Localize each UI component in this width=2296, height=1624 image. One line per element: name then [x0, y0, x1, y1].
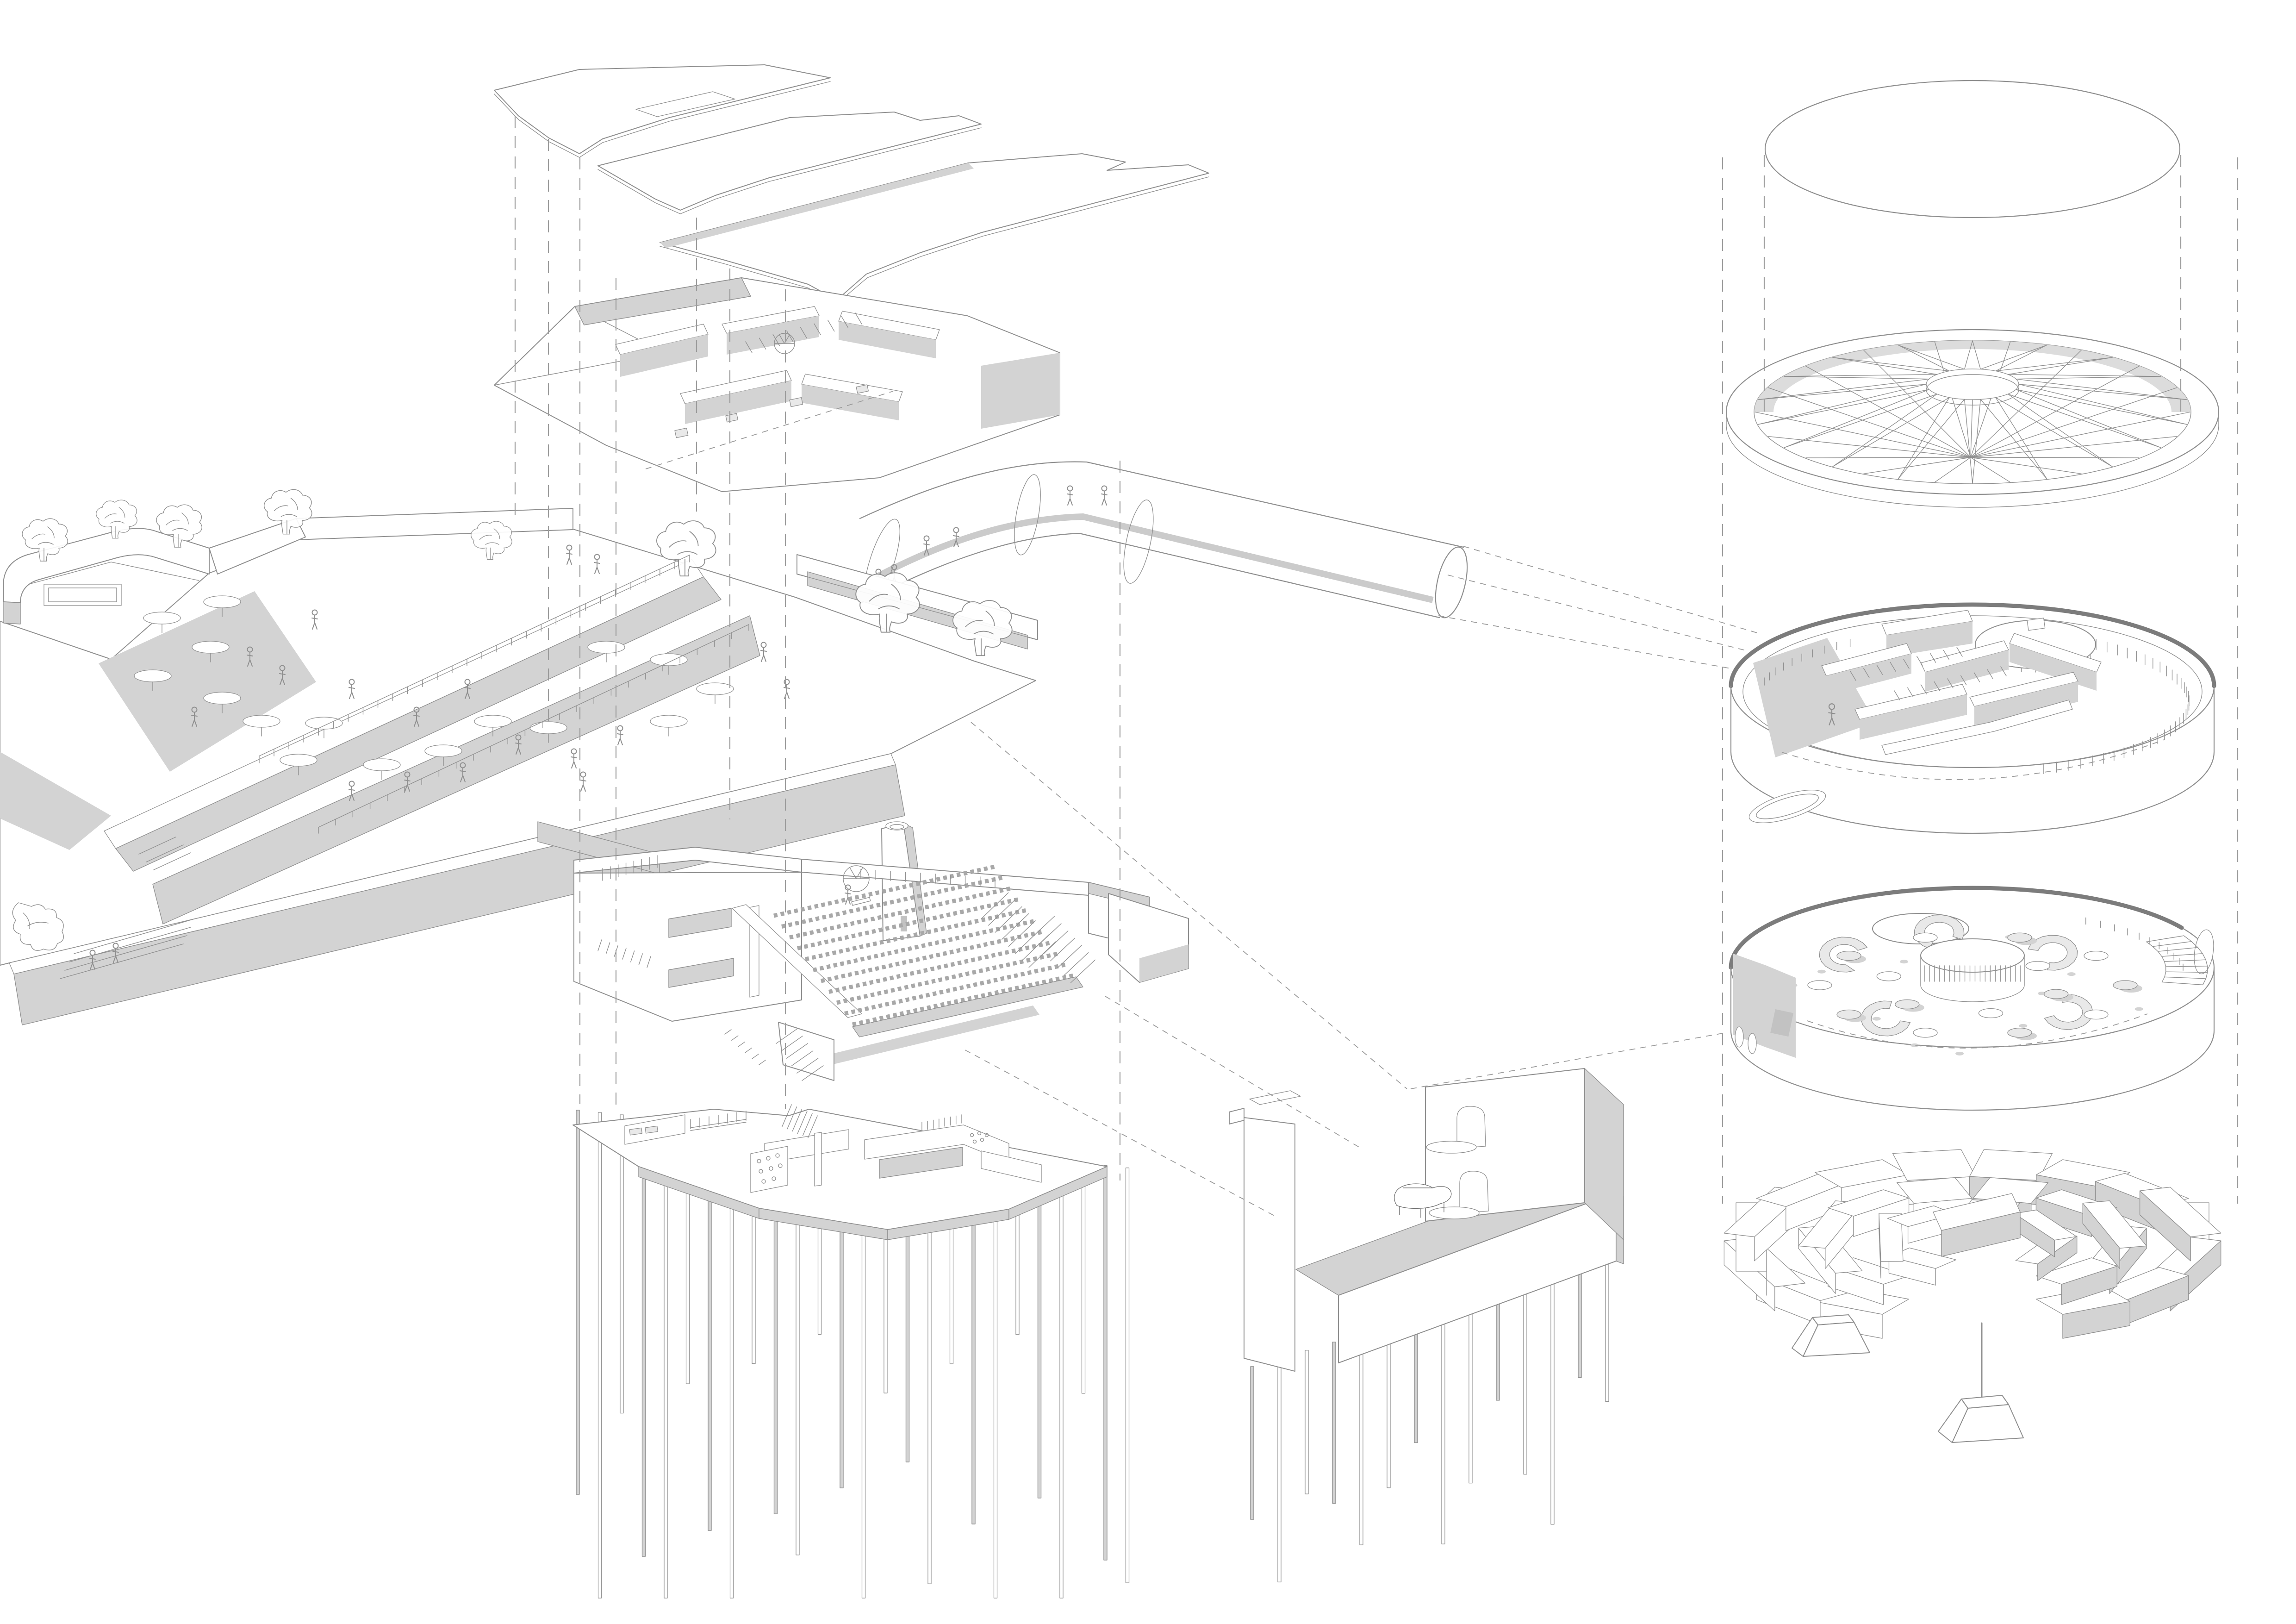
tower-lounge: Drum level with round tables, central co…	[1729, 886, 2215, 1111]
central-core	[1920, 938, 2025, 973]
spiral-stair-icon	[843, 865, 870, 892]
cable-roof: Radial spoke tension roof with central o…	[1725, 329, 2220, 508]
south-fascia	[13, 764, 905, 1025]
upper-floor: Upper floor volume with partition walls …	[494, 277, 1060, 492]
guides: Dashed projection guide lines linking ex…	[514, 116, 2239, 1217]
foundation-blocks	[1724, 1149, 2221, 1339]
auditorium-level: Auditorium level with raked seating, sta…	[537, 821, 1189, 1081]
perforated-panel	[757, 1153, 783, 1184]
spiral-stair-icon	[774, 333, 795, 354]
pyramid-footing-small	[1792, 1314, 1870, 1357]
lounge-furniture	[1789, 914, 2143, 1056]
bush-scribble	[12, 902, 64, 951]
cylinder-top-ellipse	[1764, 80, 2181, 219]
pool	[44, 584, 122, 606]
roof-plates: Three thin angular roof plates (exploded…	[494, 64, 1209, 304]
footings: Two pyramidal footings hung below the ri…	[1792, 1314, 2024, 1443]
grand-piano-icon	[1394, 1183, 1452, 1218]
foundation-ring: Concentric rings of trapezoidal foundati…	[1724, 1149, 2221, 1339]
balustrade-ticks	[1764, 632, 2190, 971]
tower-cylinder: Cylindrical tower envelope (top ellipse)	[1764, 80, 2181, 219]
radial-spokes	[1755, 340, 2190, 484]
site-plaza: Ground-level site: terraces, skylight mo…	[0, 489, 1038, 1025]
roof-plate-slot	[635, 91, 735, 117]
louver-and-stair-ticks	[259, 312, 2021, 1138]
tower-gallery: Drum level with angular gallery walls, b…	[1729, 602, 2216, 971]
piles	[1250, 1260, 1609, 1582]
tube-open-end	[1435, 546, 1468, 618]
stage-fragment: U-shaped stage-wall fragment with grand …	[1229, 1068, 1624, 1582]
pile-floor: Lowest floor plate carried on slender pi…	[572, 1109, 1130, 1599]
oval-window	[1748, 789, 1826, 824]
pyramid-footing-large	[1938, 1395, 2024, 1443]
raked-seating	[773, 864, 1074, 1027]
stage-left-wall	[1244, 1117, 1295, 1372]
piles	[576, 1110, 1130, 1599]
roof-plate-middle	[597, 112, 982, 211]
roof-plate-lower	[660, 153, 1209, 300]
oculus-ring	[1926, 369, 2019, 400]
drum-door	[1770, 1009, 1794, 1037]
auditorium-left-block	[573, 872, 802, 1022]
curved-stair	[2146, 935, 2208, 986]
